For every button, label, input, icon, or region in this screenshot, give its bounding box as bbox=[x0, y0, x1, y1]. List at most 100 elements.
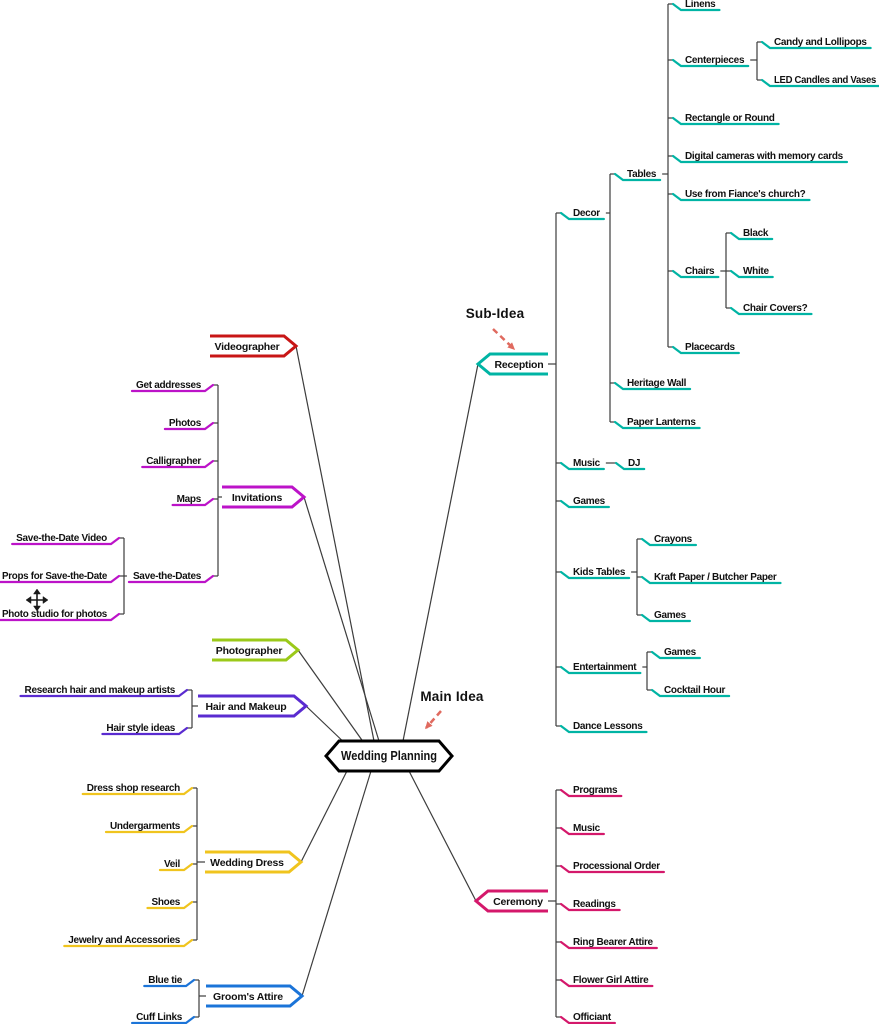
underline-hair-style-ideas bbox=[101, 726, 189, 736]
node-research-artists[interactable]: Research hair and makeup artists bbox=[25, 685, 177, 696]
node-kids-tables[interactable]: Kids Tables bbox=[573, 567, 626, 578]
node-blue-tie[interactable]: Blue tie bbox=[148, 975, 183, 986]
topic-ceremony-shape[interactable] bbox=[473, 889, 548, 913]
underline-music bbox=[559, 461, 605, 471]
node-crayons[interactable]: Crayons bbox=[654, 534, 693, 545]
underline-dance-lessons bbox=[559, 724, 648, 734]
node-dress-research[interactable]: Dress shop research bbox=[87, 783, 181, 794]
topic-videographer-shape[interactable] bbox=[210, 334, 299, 358]
annotations-layer: Main Idea Sub-Idea bbox=[25, 306, 525, 730]
topic-photographer-label[interactable]: Photographer bbox=[216, 645, 283, 657]
node-heritage-wall[interactable]: Heritage Wall bbox=[627, 378, 687, 389]
node-shapes-layer bbox=[198, 334, 548, 1008]
node-officiant[interactable]: Officiant bbox=[573, 1012, 612, 1023]
node-cuff-links[interactable]: Cuff Links bbox=[136, 1012, 183, 1023]
underline-officiant bbox=[559, 1015, 616, 1025]
central-topic-label[interactable]: Wedding Planning bbox=[341, 748, 437, 763]
underline-entertainment bbox=[559, 665, 642, 675]
node-entertainment[interactable]: Entertainment bbox=[573, 662, 638, 673]
node-calligrapher[interactable]: Calligrapher bbox=[146, 456, 201, 467]
underline-heritage-wall bbox=[613, 381, 692, 391]
topic-invitations-shape[interactable] bbox=[222, 485, 307, 509]
underline-ring-bearer bbox=[559, 940, 658, 950]
node-undergarments[interactable]: Undergarments bbox=[110, 821, 181, 832]
annotation-main-idea[interactable]: Main Idea bbox=[420, 689, 484, 704]
node-tables[interactable]: Tables bbox=[627, 169, 657, 180]
node-shoes[interactable]: Shoes bbox=[151, 897, 181, 908]
node-decor[interactable]: Decor bbox=[573, 208, 601, 219]
node-centerpieces[interactable]: Centerpieces bbox=[685, 55, 745, 66]
node-dj[interactable]: DJ bbox=[628, 458, 640, 469]
topic-ceremony-label[interactable]: Ceremony bbox=[493, 896, 543, 908]
node-save-the-dates[interactable]: Save-the-Dates bbox=[133, 571, 202, 582]
topic-grooms-attire-label[interactable]: Groom's Attire bbox=[213, 991, 283, 1003]
node-std-props[interactable]: Props for Save-the-Date bbox=[2, 571, 108, 582]
node-rectangle-or-round[interactable]: Rectangle or Round bbox=[685, 113, 775, 124]
underline-candy bbox=[760, 40, 872, 50]
move-cursor-arrowhead bbox=[25, 596, 32, 604]
node-ring-bearer[interactable]: Ring Bearer Attire bbox=[573, 937, 654, 948]
node-chair-black[interactable]: Black bbox=[743, 228, 769, 239]
node-music[interactable]: Music bbox=[573, 458, 601, 469]
branch-line-grooms-attire bbox=[301, 770, 372, 997]
annotation-sub-idea[interactable]: Sub-Idea bbox=[466, 306, 525, 321]
node-readings[interactable]: Readings bbox=[573, 899, 617, 910]
node-cocktail-hour[interactable]: Cocktail Hour bbox=[664, 685, 726, 696]
node-std-video[interactable]: Save-the-Date Video bbox=[16, 533, 107, 544]
topic-videographer-label[interactable]: Videographer bbox=[214, 341, 279, 353]
underline-undergarments bbox=[104, 824, 194, 834]
move-cursor-arrowhead bbox=[42, 596, 49, 604]
node-jewelry[interactable]: Jewelry and Accessories bbox=[68, 935, 181, 946]
topic-wedding-dress-label[interactable]: Wedding Dress bbox=[210, 857, 284, 869]
underline-veil bbox=[158, 862, 194, 872]
node-std-photo[interactable]: Photo studio for photos bbox=[2, 609, 108, 620]
underline-digital-cameras bbox=[671, 154, 849, 164]
node-candy[interactable]: Candy and Lollipops bbox=[774, 37, 868, 48]
node-chair-white[interactable]: White bbox=[743, 266, 770, 277]
underline-processional-order bbox=[559, 864, 665, 874]
node-led-candles[interactable]: LED Candles and Vases bbox=[774, 75, 877, 86]
node-processional-order[interactable]: Processional Order bbox=[573, 861, 661, 872]
underline-fiance-church bbox=[671, 192, 811, 202]
topic-photographer-shape[interactable] bbox=[212, 638, 301, 662]
underline-jewelry bbox=[63, 938, 194, 948]
underline-decor bbox=[559, 211, 605, 221]
node-veil[interactable]: Veil bbox=[164, 859, 181, 870]
topic-wedding-dress-shape[interactable] bbox=[205, 850, 304, 874]
central-topic-shape[interactable] bbox=[324, 739, 454, 773]
topic-reception-shape[interactable] bbox=[475, 352, 548, 376]
node-ent-games[interactable]: Games bbox=[664, 647, 697, 658]
underline-games bbox=[559, 499, 610, 509]
topic-grooms-attire-shape[interactable] bbox=[206, 984, 305, 1008]
node-chair-covers[interactable]: Chair Covers? bbox=[743, 303, 808, 314]
node-placecards[interactable]: Placecards bbox=[685, 342, 736, 353]
node-programs[interactable]: Programs bbox=[573, 785, 618, 796]
underline-placecards bbox=[671, 345, 740, 355]
node-fiance-church[interactable]: Use from Fiance's church? bbox=[685, 189, 806, 200]
topic-hair-makeup-shape[interactable] bbox=[198, 694, 309, 718]
node-digital-cameras[interactable]: Digital cameras with memory cards bbox=[685, 151, 844, 162]
underline-paper-lanterns bbox=[613, 420, 701, 430]
node-ceremony-music[interactable]: Music bbox=[573, 823, 601, 834]
underline-linens bbox=[671, 2, 721, 12]
node-chairs[interactable]: Chairs bbox=[685, 266, 715, 277]
node-hair-style-ideas[interactable]: Hair style ideas bbox=[106, 723, 176, 734]
topic-reception-label[interactable]: Reception bbox=[495, 359, 544, 371]
underline-tables bbox=[613, 172, 662, 182]
node-dance-lessons[interactable]: Dance Lessons bbox=[573, 721, 644, 732]
main-idea-pointer-arrow bbox=[425, 710, 442, 730]
topic-invitations-label[interactable]: Invitations bbox=[232, 492, 283, 504]
underline-ent-games bbox=[650, 650, 701, 660]
node-paper-lanterns[interactable]: Paper Lanterns bbox=[627, 417, 697, 428]
topic-hair-makeup-label[interactable]: Hair and Makeup bbox=[205, 701, 286, 713]
node-get-addresses[interactable]: Get addresses bbox=[136, 380, 202, 391]
underline-kids-tables bbox=[559, 570, 631, 580]
node-flower-girl[interactable]: Flower Girl Attire bbox=[573, 975, 649, 986]
node-kids-games[interactable]: Games bbox=[654, 610, 687, 621]
node-maps[interactable]: Maps bbox=[177, 494, 202, 505]
underline-centerpieces bbox=[671, 58, 750, 68]
node-linens[interactable]: Linens bbox=[685, 0, 716, 10]
node-photos[interactable]: Photos bbox=[169, 418, 202, 429]
node-games[interactable]: Games bbox=[573, 496, 606, 507]
node-kraft-paper[interactable]: Kraft Paper / Butcher Paper bbox=[654, 572, 777, 583]
